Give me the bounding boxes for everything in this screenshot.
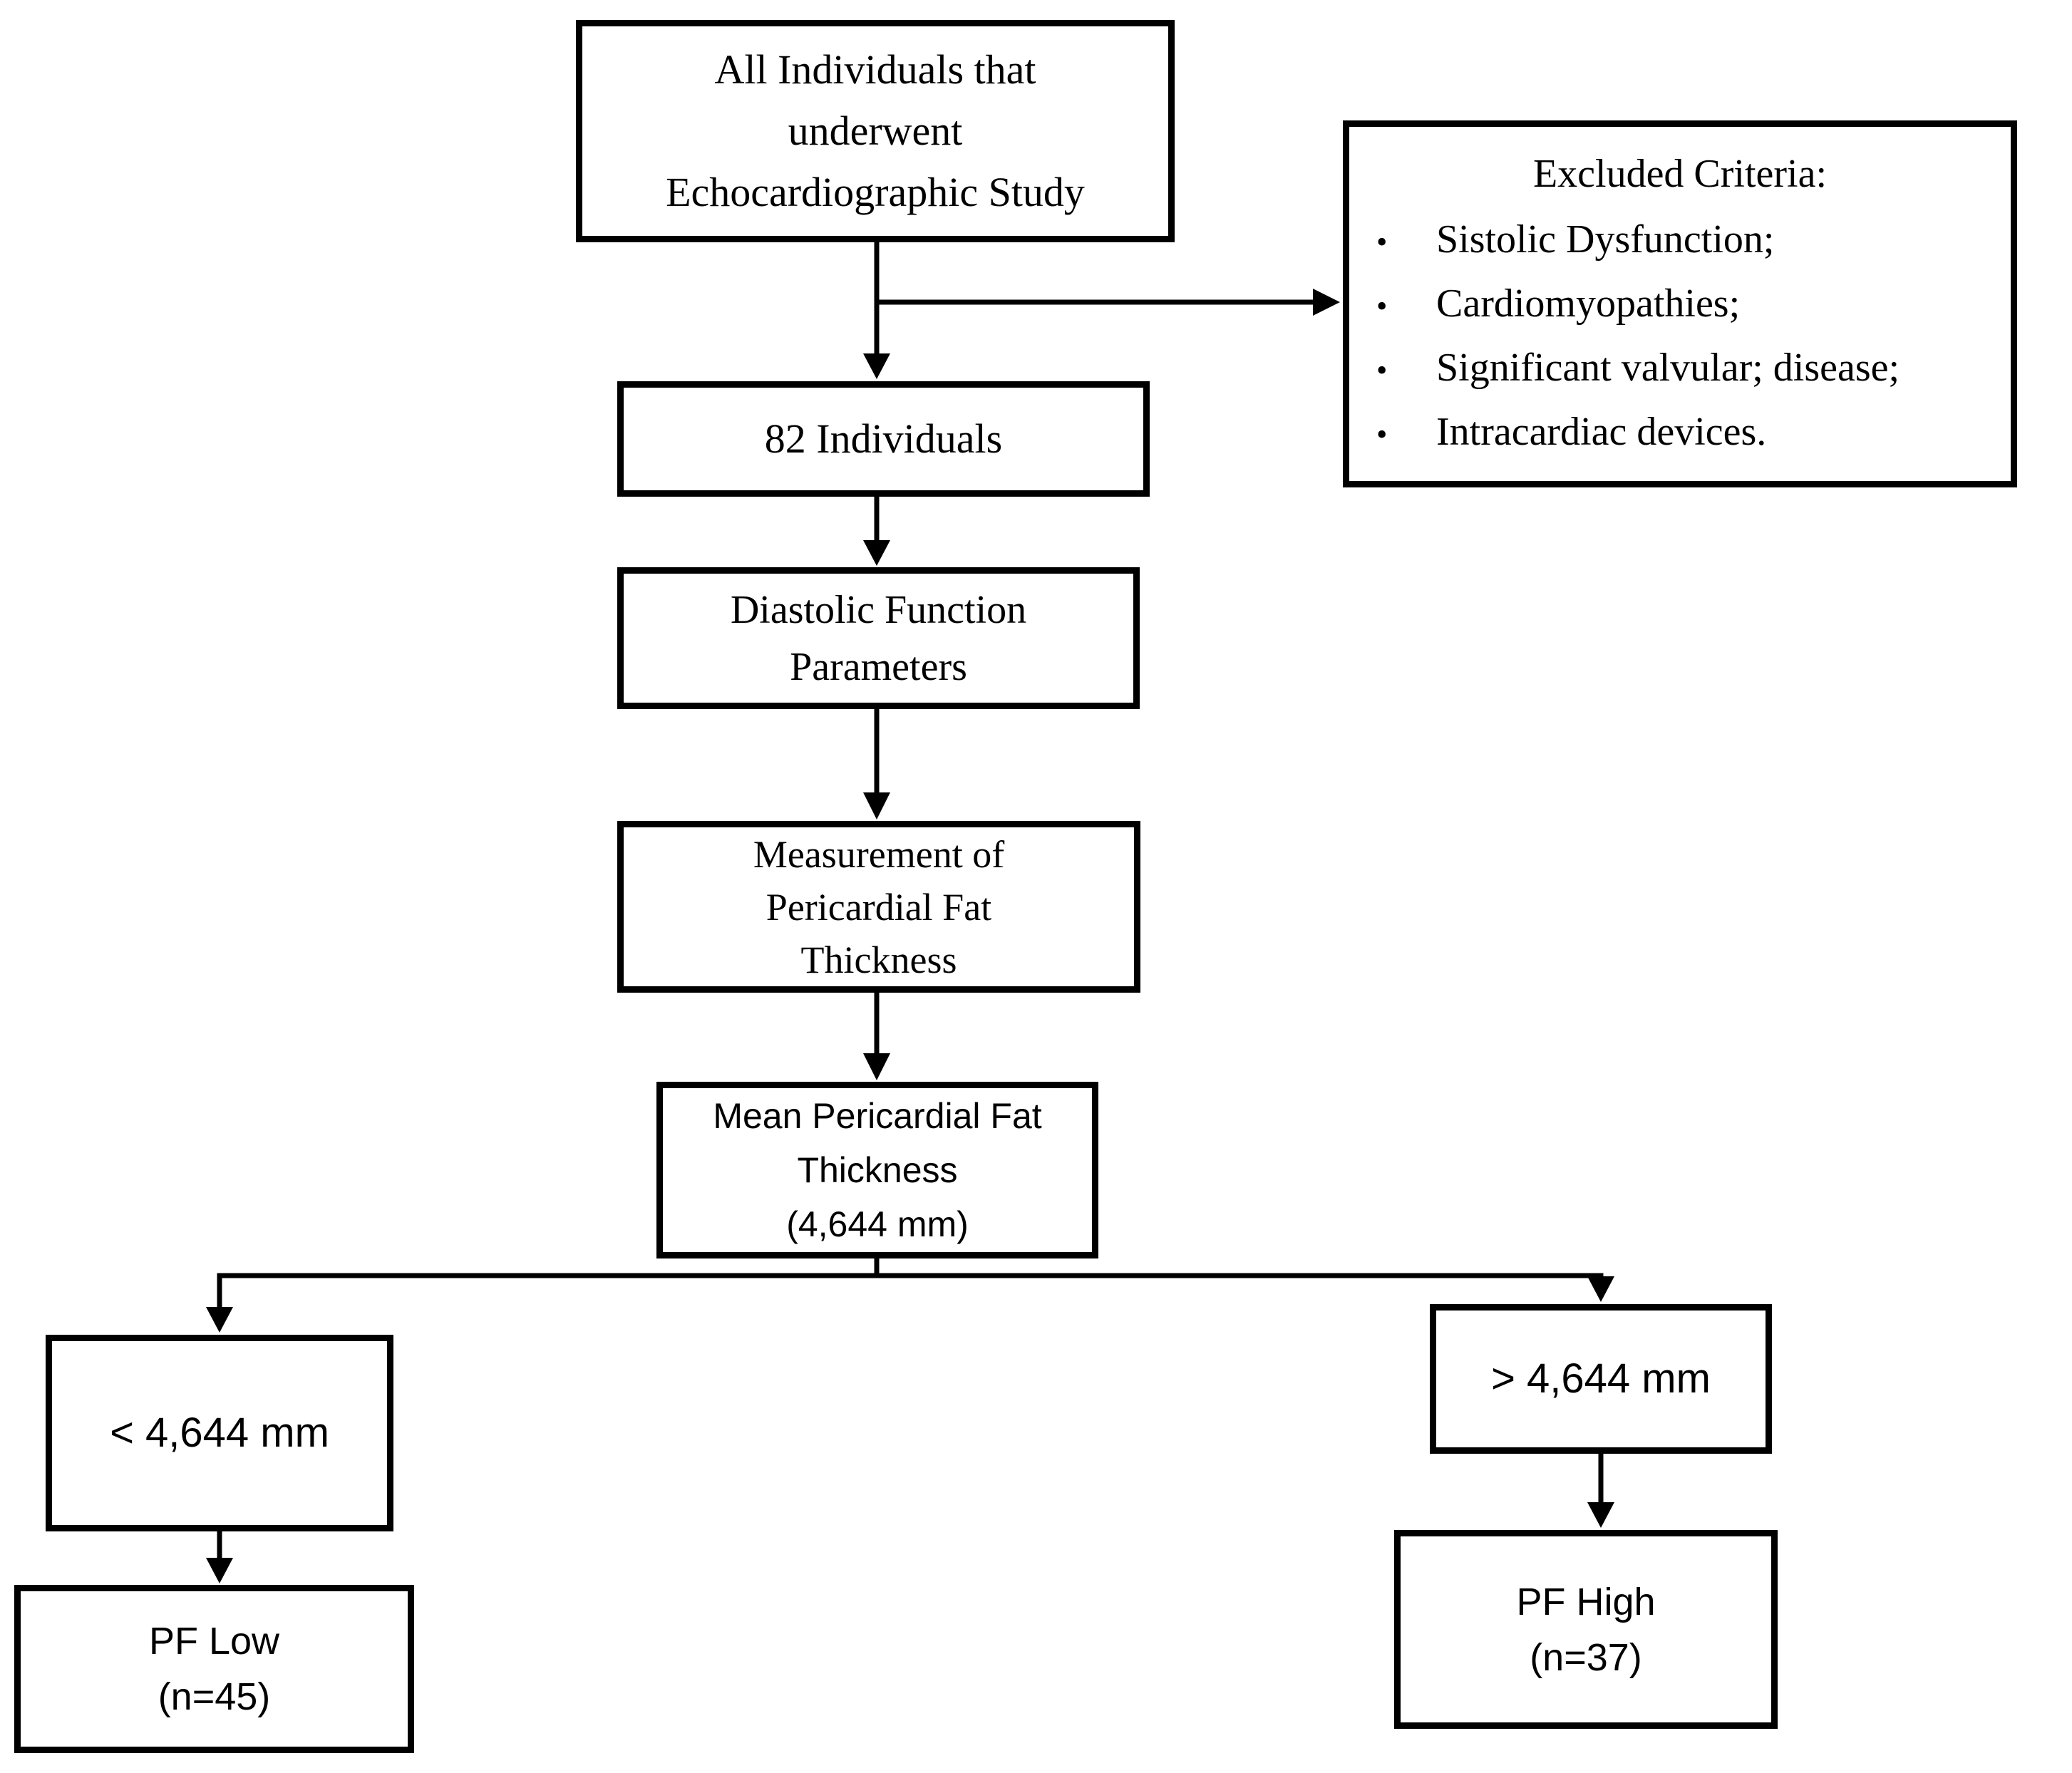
node-excluded-criteria: Excluded Criteria: • Sistolic Dysfunctio… [1343, 120, 2017, 487]
arrowhead-down-above-mean-icon [1587, 1276, 1614, 1302]
node-below-mean-label: < 4,644 mm [110, 1410, 329, 1456]
arrowhead-down-individuals-icon [863, 353, 890, 379]
branch-line-low-high [217, 1273, 1604, 1315]
node-diastolic-function: Diastolic Function Parameters [617, 567, 1140, 709]
node-measurement-pf-line: Pericardial Fat [766, 885, 992, 929]
node-pf-high-line: (n=37) [1530, 1635, 1642, 1679]
node-all-individuals-line: Echocardiographic Study [666, 169, 1085, 215]
node-pf-high: PF High (n=37) [1394, 1530, 1778, 1729]
node-measurement-pf-line: Thickness [800, 938, 957, 981]
node-mean-pf-thickness: Mean Pericardial Fat Thickness (4,644 mm… [656, 1082, 1098, 1258]
node-mean-pf-thickness-line: Thickness [797, 1150, 958, 1190]
node-above-mean-label: > 4,644 mm [1491, 1355, 1711, 1402]
node-pf-low-line: (n=45) [158, 1675, 271, 1718]
excluded-criteria-text: Sistolic Dysfunction; [1436, 217, 1775, 262]
node-mean-pf-thickness-line: (4,644 mm) [786, 1204, 969, 1244]
bullet-icon: • [1376, 288, 1388, 324]
node-all-individuals: All Individuals that underwent Echocardi… [576, 20, 1175, 242]
node-pf-low-line: PF Low [148, 1620, 280, 1663]
excluded-criteria-item: • Intracardiac devices. [1349, 401, 2011, 465]
excluded-criteria-text: Intracardiac devices. [1436, 409, 1767, 454]
node-diastolic-function-line: Diastolic Function [730, 587, 1027, 632]
excluded-criteria-title: Excluded Criteria: [1532, 151, 1828, 196]
node-82-individuals-label: 82 Individuals [764, 415, 1003, 462]
excluded-criteria-text: Cardiomyopathies; [1436, 281, 1741, 326]
node-82-individuals: 82 Individuals [617, 381, 1150, 497]
bullet-icon: • [1376, 352, 1388, 388]
arrowhead-down-measurement-icon [863, 792, 890, 820]
arrowhead-right-excluded-icon [1313, 289, 1340, 316]
node-pf-high-line: PF High [1516, 1580, 1656, 1623]
node-measurement-pf-line: Measurement of [753, 832, 1005, 876]
node-mean-pf-thickness-line: Mean Pericardial Fat [713, 1096, 1042, 1136]
excluded-criteria-text: Significant valvular; disease; [1436, 345, 1900, 390]
excluded-criteria-item: • Cardiomyopathies; [1349, 273, 2011, 337]
node-all-individuals-line: All Individuals that [714, 46, 1036, 93]
node-diastolic-function-line: Parameters [790, 644, 967, 689]
excluded-criteria-item: • Significant valvular; disease; [1349, 337, 2011, 401]
bullet-icon: • [1376, 416, 1388, 452]
arrowhead-down-below-mean-icon [206, 1307, 233, 1333]
node-above-mean: > 4,644 mm [1430, 1304, 1772, 1454]
arrowhead-down-mean-icon [863, 1053, 890, 1080]
arrowhead-down-pfhigh-icon [1587, 1502, 1614, 1528]
node-all-individuals-line: underwent [788, 108, 963, 154]
node-pf-low: PF Low (n=45) [14, 1585, 414, 1753]
node-below-mean: < 4,644 mm [46, 1335, 393, 1531]
excluded-criteria-item: • Sistolic Dysfunction; [1349, 209, 2011, 273]
arrowhead-down-diastolic-icon [863, 540, 890, 566]
node-measurement-pf: Measurement of Pericardial Fat Thickness [617, 821, 1140, 993]
bullet-icon: • [1376, 224, 1388, 259]
arrowhead-down-pflow-icon [206, 1558, 233, 1583]
